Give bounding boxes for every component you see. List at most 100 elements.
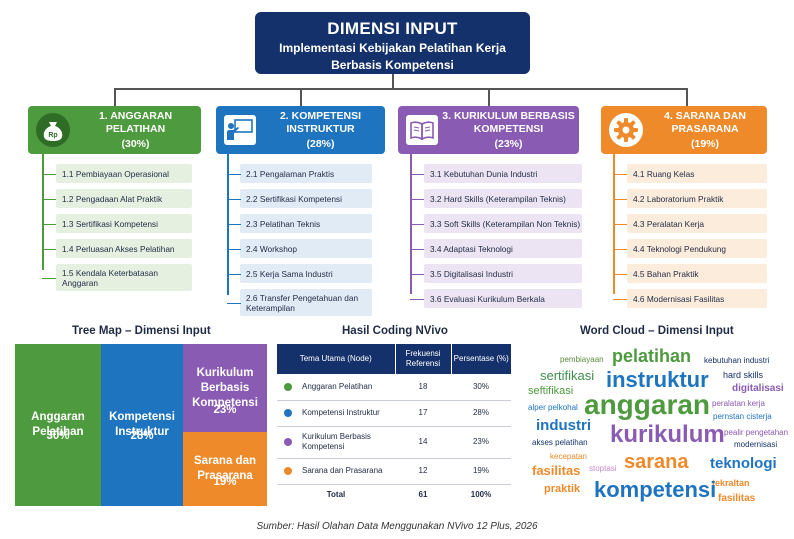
- list-connector: [613, 198, 627, 200]
- list-item: 1.1 Pembiayaan Operasional: [56, 164, 192, 183]
- diagram-title-box: DIMENSI INPUT Implementasi Kebijakan Pel…: [255, 12, 530, 74]
- wordcloud-word: teknologi: [710, 455, 777, 472]
- row-freq: 18: [395, 374, 451, 401]
- list-item: 2.3 Pelatihan Teknis: [240, 214, 372, 233]
- wordcloud-word: sarana: [624, 451, 689, 473]
- list-connector: [410, 248, 424, 250]
- category-sarana: 4. SARANA DAN PRASARANA(19%): [601, 106, 767, 154]
- connector-drop-2: [300, 88, 302, 106]
- diagram-subtitle-2: Berbasis Kompetensi: [331, 58, 454, 72]
- wordcloud-word: pembiayaan: [560, 355, 604, 364]
- list-connector: [42, 248, 56, 250]
- treemap-cell-kompetensi: Kompetensi Instruktur: [101, 344, 183, 506]
- treemap-cell-anggaran: Anggaran Pelatihan: [15, 344, 101, 506]
- wordcloud-word: akses pelatihan: [532, 438, 588, 447]
- row-theme: Kompetensi Instruktur: [302, 408, 380, 417]
- list-item: 2.2 Sertifikasi Kompetensi: [240, 189, 372, 208]
- treemap-label: Kompetensi Instruktur: [109, 411, 175, 438]
- list-item: 4.6 Modernisasi Fasilitas: [627, 289, 767, 308]
- wordcloud-title: Word Cloud – Dimensi Input: [580, 325, 734, 337]
- list-item: 1.5 Kendala Keterbatasan Anggaran: [56, 264, 192, 291]
- list-item: 1.4 Perluasan Akses Pelatihan: [56, 239, 192, 258]
- category-title: 4. SARANA DAN PRASARANA: [664, 109, 746, 135]
- list-connector: [410, 173, 424, 175]
- row-pct: 30%: [451, 374, 511, 401]
- wordcloud-word: kecepatan: [550, 452, 587, 461]
- wordcloud-word: anggaran: [584, 389, 711, 420]
- list-connector: [42, 173, 56, 175]
- wordcloud-word: pelatihan: [612, 346, 692, 366]
- list-connector: [613, 248, 627, 250]
- coding-table-title: Hasil Coding NVivo: [342, 325, 448, 337]
- list-connector: [613, 273, 627, 275]
- list-item: 2.6 Transfer Pengetahuan dan Keterampila…: [240, 289, 372, 316]
- blue-dot-icon: [284, 409, 292, 417]
- category-title: 1. ANGGARAN PELATIHAN: [98, 109, 173, 135]
- wordcloud-word: sertifikasi: [540, 368, 595, 383]
- list-item: 3.3 Soft Skills (Keterampilan Non Teknis…: [424, 214, 582, 233]
- treemap-cell-sarana: Sarana dan Prasarana: [183, 432, 267, 506]
- list-item: 3.6 Evaluasi Kurikulum Berkala: [424, 289, 582, 308]
- category-kompetensi: 2. KOMPETENSI INSTRUKTUR(28%): [216, 106, 385, 154]
- list-connector: [42, 198, 56, 200]
- wordcloud-word: kurikulum: [610, 421, 725, 448]
- book-icon: [406, 115, 438, 145]
- diagram-title: DIMENSI INPUT: [327, 19, 458, 38]
- list-connector: [613, 173, 627, 175]
- category-percent: (23%): [494, 137, 523, 150]
- table-row: Anggaran Pelatihan 18 30%: [277, 374, 511, 401]
- list-item: 4.4 Teknologi Pendukung: [627, 239, 767, 258]
- treemap-label: Kurikulum Berbasis Kompetensi: [192, 366, 258, 409]
- row-pct: 23%: [451, 426, 511, 459]
- category-percent: (28%): [306, 137, 335, 150]
- list-connector: [227, 173, 241, 175]
- list-connector: [227, 248, 241, 250]
- money-bag-icon: Rp: [36, 113, 70, 147]
- list-item: 4.2 Laboratorium Praktik: [627, 189, 767, 208]
- wordcloud-word: hard skills: [723, 370, 764, 380]
- total-pct: 100%: [470, 490, 492, 500]
- list-item: 2.4 Workshop: [240, 239, 372, 258]
- total-label: Total: [326, 490, 346, 500]
- gear-icon: [609, 113, 643, 147]
- list-connector: [410, 198, 424, 200]
- list-connector: [227, 198, 241, 200]
- list-line: [42, 154, 44, 270]
- wordcloud-word: peralatan kerja: [712, 399, 765, 408]
- list-connector: [227, 223, 241, 225]
- list-item: 3.5 Digitalisasi Industri: [424, 264, 582, 283]
- svg-text:Rp: Rp: [48, 132, 57, 139]
- green-dot-icon: [284, 382, 292, 391]
- list-connector: [410, 273, 424, 275]
- source-note: Sumber: Hasil Olahan Data Menggunakan NV…: [256, 521, 538, 532]
- wordcloud-word: seftifikasi: [528, 385, 574, 397]
- wordcloud-word: fasilitas: [718, 493, 756, 504]
- category-percent: (30%): [121, 137, 150, 150]
- table-row: Kurikulum Berbasis Kompetensi 14 23%: [277, 426, 511, 459]
- list-item: 1.2 Pengadaan Alat Praktik: [56, 189, 192, 208]
- table-row: Sarana dan Prasarana 12 19%: [277, 458, 511, 485]
- row-freq: 12: [395, 458, 451, 485]
- treemap-value: 30%: [46, 429, 70, 442]
- list-item: 2.5 Kerja Sama Industri: [240, 264, 372, 283]
- wordcloud-word: tekraltan: [712, 478, 750, 488]
- treemap-value: 28%: [130, 429, 154, 442]
- diagram-subtitle-1: Implementasi Kebijakan Pelatihan Kerja: [279, 41, 506, 55]
- connector-drop-1: [114, 88, 116, 106]
- category-anggaran: Rp 1. ANGGARAN PELATIHAN (30%): [28, 106, 201, 154]
- wordcloud-word: modernisasi: [734, 440, 778, 449]
- wordcloud-word: fasilitas: [532, 463, 581, 478]
- connector-drop-4: [686, 88, 688, 106]
- column-header: Tema Utama (Node): [277, 344, 396, 374]
- column-header: Frekuensi Referensi: [395, 344, 452, 374]
- list-item: 4.3 Peralatan Kerja: [627, 214, 767, 233]
- row-pct: 28%: [451, 400, 511, 427]
- treemap-value: 19%: [213, 475, 237, 488]
- list-item: 4.1 Ruang Kelas: [627, 164, 767, 183]
- category-title: 3. KURIKULUM BERBASIS KOMPETENSI: [442, 109, 575, 135]
- treemap-label: Sarana dan Prasarana: [194, 455, 256, 482]
- wordcloud-word: alper pelkohal: [528, 403, 578, 412]
- orange-dot-icon: [284, 467, 292, 475]
- list-item: 4.5 Bahan Praktik: [627, 264, 767, 283]
- treemap-title: Tree Map – Dimensi Input: [72, 325, 211, 337]
